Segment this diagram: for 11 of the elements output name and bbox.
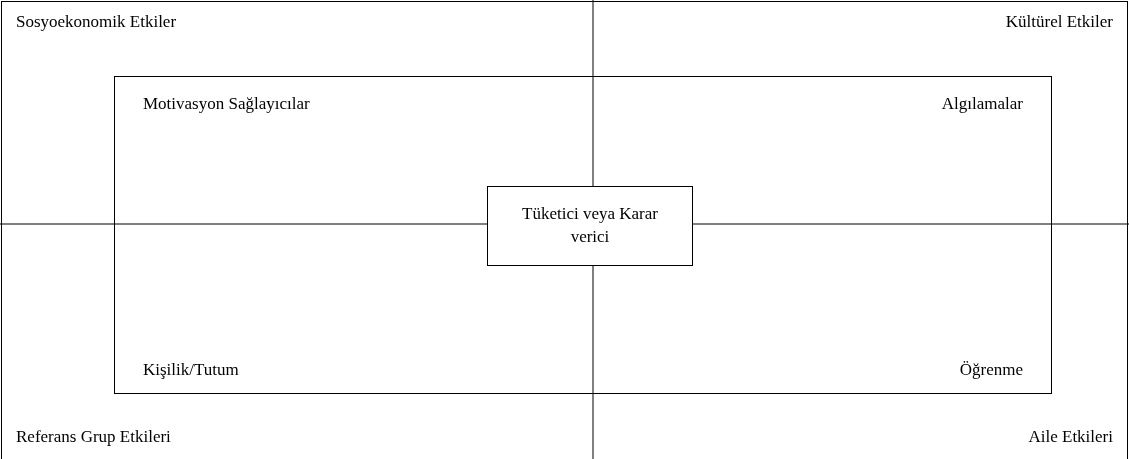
node-label: Tüketici veya Karar verici <box>521 203 659 248</box>
quadrant-label: Kişilik/Tutum <box>143 360 239 380</box>
inner-box <box>114 76 1052 394</box>
quadrant-label: Aile Etkileri <box>1028 427 1113 447</box>
quadrant-label: Öğrenme <box>959 360 1023 380</box>
center-box <box>487 186 693 266</box>
quadrant-label: Sosyoekonomik Etkiler <box>16 12 177 32</box>
quadrant-label: Kültürel Etkiler <box>1005 12 1113 32</box>
quadrant-label: Motivasyon Sağlayıcılar <box>143 94 310 114</box>
quadrant-label: Algılamalar <box>941 94 1023 114</box>
quadrant-label: Referans Grup Etkileri <box>16 427 171 447</box>
